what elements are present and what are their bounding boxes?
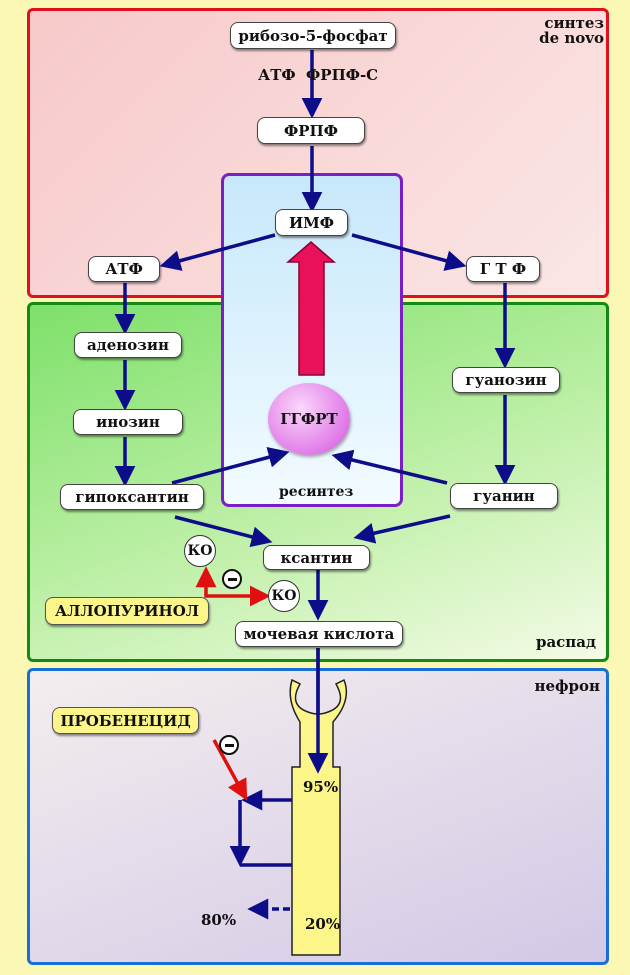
node-uric-acid: мочевая кислота: [235, 621, 403, 647]
arrow-hypoxanthine-xanthine: [174, 515, 273, 548]
node-guanosine: гуанозин: [452, 367, 560, 393]
arrow-allopurinol-ko-right: [204, 585, 271, 607]
resynthesis-big-arrow: [285, 241, 337, 376]
node-amp: АТФ: [88, 256, 160, 282]
arrow-guanine-xanthine: [353, 514, 451, 544]
node-hypoxanthine: гипоксантин: [60, 484, 204, 510]
percent-filtered: 95%: [303, 778, 339, 796]
arrow-guanine-hgprt: [331, 449, 448, 485]
node-guanine: гуанин: [450, 483, 558, 509]
arrow-probenecid-block: [212, 739, 248, 801]
cofactors-label: АТФ ФРПФ-С: [258, 66, 379, 84]
arrow-imp-amp: [159, 233, 276, 271]
nephron-tubule: [289, 678, 348, 956]
inhibition-minus-icon: [222, 569, 242, 589]
node-xanthine: ксантин: [263, 545, 370, 570]
node-adenosine: аденозин: [74, 332, 182, 358]
arrow-imp-gmp: [351, 233, 467, 271]
node-imp: ИМФ: [275, 209, 348, 236]
decay-label: распад: [535, 633, 596, 651]
percent-reabsorbed: 80%: [201, 911, 237, 929]
resynthesis-label: ресинтез: [279, 484, 354, 500]
nephron-label: нефрон: [534, 677, 600, 695]
enzyme-hgprt: ГГФРТ: [268, 383, 350, 455]
xanthine-oxidase-1: КО: [184, 535, 216, 567]
inhibition-minus-icon-2: [219, 735, 239, 755]
xanthine-oxidase-2: КО: [268, 580, 300, 612]
drug-probenecid: ПРОБЕНЕЦИД: [52, 707, 199, 734]
percent-excreted: 20%: [305, 915, 341, 933]
node-gmp: Г Т Ф: [466, 256, 540, 282]
drug-allopurinol: АЛЛОПУРИНОЛ: [45, 597, 209, 625]
node-ribose-5-phosphate: рибозо-5-фосфат: [230, 22, 396, 49]
node-prpp: ФРПФ: [257, 117, 365, 144]
node-inosine: инозин: [73, 409, 183, 435]
arrow-hypoxanthine-hgprt: [171, 447, 290, 485]
synthesis-label: синтез de novo: [539, 14, 604, 47]
